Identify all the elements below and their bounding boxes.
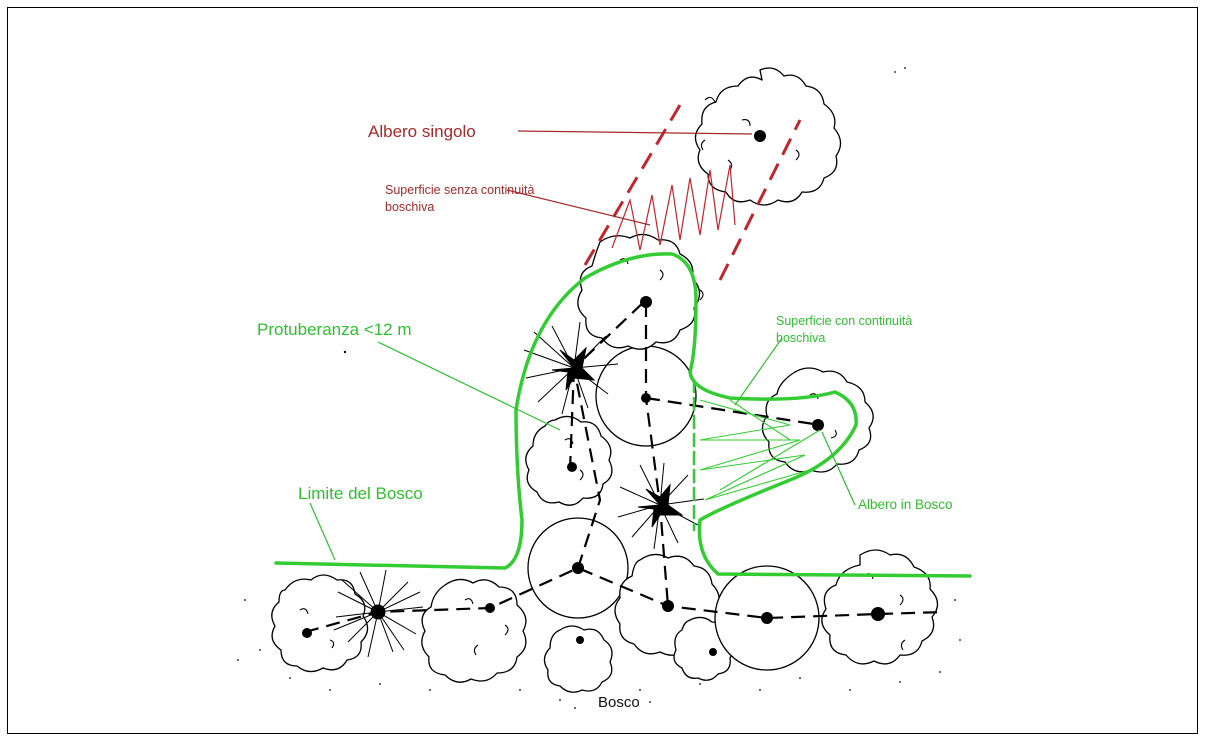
crown-bottom-4 [544,626,612,692]
label-limite-bosco: Limite del Bosco [298,484,423,503]
label-albero-singolo: Albero singolo [368,122,476,141]
label-superficie-con-line1: Superficie con continuità [776,314,912,328]
label-protuberanza: Protuberanza <12 m [257,320,412,339]
crown-single-tree [695,68,840,205]
crown-upper-left [578,234,700,349]
label-superficie-con-line2: boschiva [776,331,825,345]
label-superficie-senza-line1: Superficie senza continuità [385,183,534,197]
crown-bottom-8 [822,550,938,664]
label-albero-in-bosco: Albero in Bosco [858,497,953,512]
label-superficie-senza-line2: boschiva [385,200,434,214]
crown-bottom-2 [422,579,526,682]
label-bosco: Bosco [598,694,640,711]
